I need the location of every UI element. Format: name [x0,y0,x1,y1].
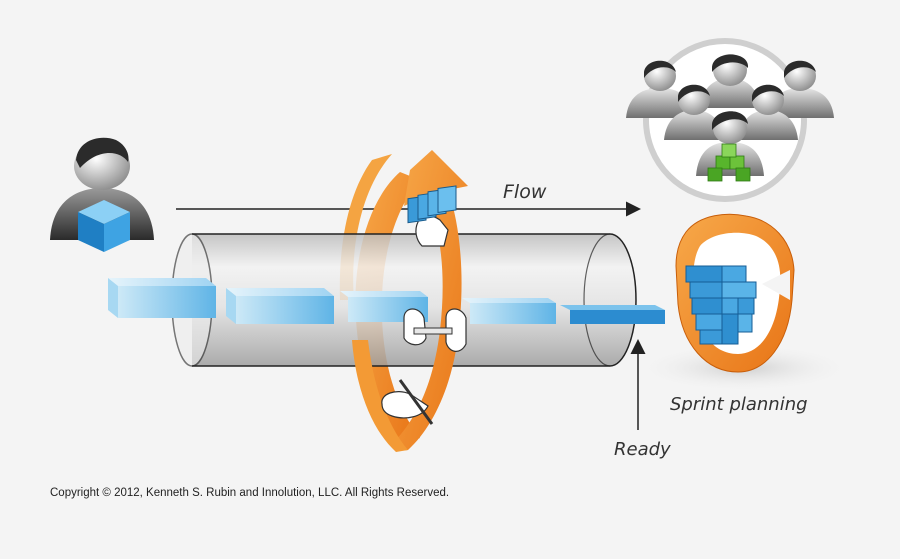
cycle-arrow-front [391,150,468,451]
product-owner-icon [50,137,154,252]
blue-cube-icon [78,200,130,252]
backlog-items [108,278,665,324]
flow-label: Flow [503,181,547,203]
team-group-icon [626,38,834,202]
team-member-5 [738,84,798,140]
estimate-hands-ruler-icon [403,308,467,352]
green-cubes-icon [707,143,751,182]
write-hand-pencil-icon [381,379,434,425]
copyright-notice: Copyright © 2012, Kenneth S. Rubin and I… [50,487,450,499]
team-member-2 [700,54,760,108]
sprint-planning-label: Sprint planning [670,394,808,415]
team-member-4 [664,84,724,140]
sprint-backlog-icon [685,265,757,345]
ready-label: Ready [614,439,671,460]
backlog-item-4 [462,298,556,324]
team-member-1 [626,60,694,118]
sprint-planning-icon [636,213,852,392]
backlog-item-2 [226,288,334,324]
backlog-item-1 [108,278,216,318]
team-member-3 [768,60,834,118]
backlog-item-5 [560,305,665,324]
refine-hand-cards-icon [407,185,457,247]
